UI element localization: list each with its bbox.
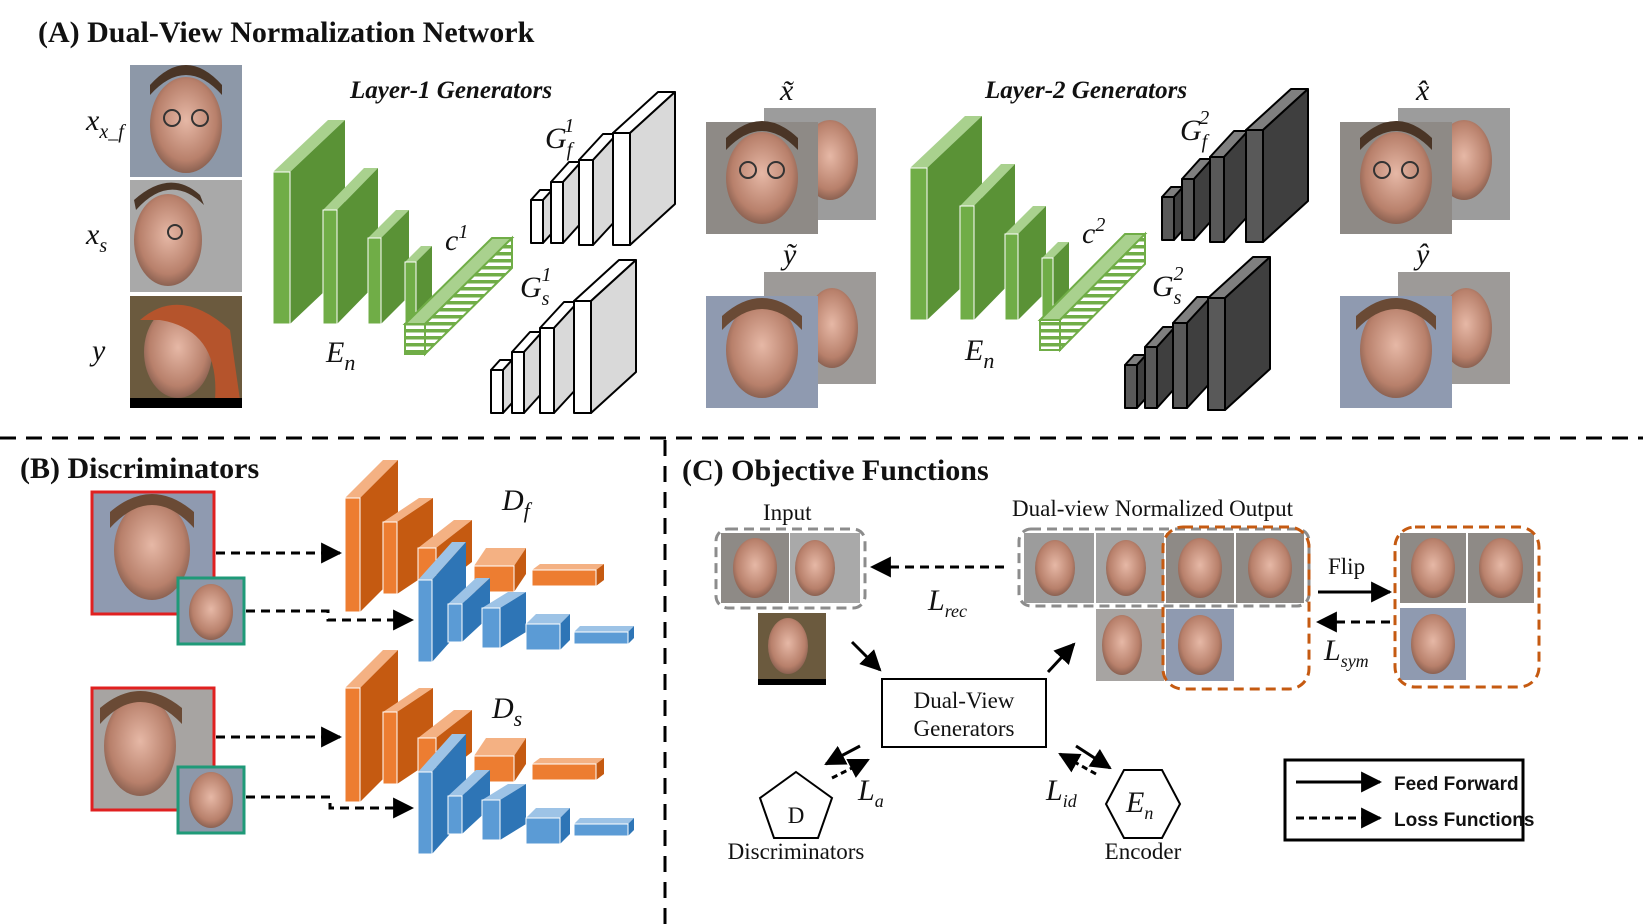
input-face-xf xyxy=(130,65,242,177)
code2-label: c2 xyxy=(1082,214,1105,250)
gs1-label: Gs1 xyxy=(520,264,551,310)
generator-box-line1: Dual-View xyxy=(914,688,1015,713)
layer1-title: Layer-1 Generators xyxy=(349,77,552,104)
lsym-label: Lsym xyxy=(1323,634,1369,671)
encoder-layer1 xyxy=(272,120,515,357)
input-face-y xyxy=(130,296,242,408)
output1-y-faces xyxy=(706,272,876,408)
gs2-label: Gs2 xyxy=(1152,263,1183,309)
generator-box-line2: Generators xyxy=(914,716,1015,741)
df-label: Df xyxy=(501,484,533,523)
encoder-hexagon xyxy=(1104,769,1182,839)
encoder2-label: En xyxy=(964,334,994,373)
disc1-side-face xyxy=(176,576,246,646)
encoder-node-label: En xyxy=(1125,786,1153,823)
out1-bottom-label: ỹ xyxy=(780,238,797,271)
out1-top-label: x̃ xyxy=(779,74,794,107)
generator-gf1 xyxy=(530,91,676,246)
output1-x-faces xyxy=(706,108,876,234)
encoder1-label: En xyxy=(325,336,355,375)
section-a-title: (A) Dual-View Normalization Network xyxy=(38,16,535,49)
label-xf: xx_f xyxy=(85,104,126,143)
input-face-xs xyxy=(130,180,242,292)
lid-label: Lid xyxy=(1045,774,1078,811)
discriminator-pentagon xyxy=(758,770,834,839)
section-c-title: (C) Objective Functions xyxy=(682,454,989,487)
generator-gs1 xyxy=(490,259,637,414)
legend-loss-functions: Loss Functions xyxy=(1394,810,1534,831)
encoder-caption: Encoder xyxy=(1105,839,1182,864)
output2-x-faces xyxy=(1340,108,1510,234)
dual-view-generators-box xyxy=(881,678,1047,748)
output-caption: Dual-view Normalized Output xyxy=(1012,496,1294,521)
output2-y-faces xyxy=(1340,272,1510,408)
out2-top-label: x̂ xyxy=(1415,74,1430,107)
code1-label: c1 xyxy=(445,221,468,257)
flip-label: Flip xyxy=(1328,554,1365,579)
ds-label: Ds xyxy=(491,692,522,731)
legend: Feed Forward Loss Functions xyxy=(1283,758,1534,842)
generator-gf2 xyxy=(1161,88,1309,243)
generator-gs2 xyxy=(1124,256,1271,411)
label-y: y xyxy=(89,334,106,367)
disc2-side-face xyxy=(176,765,246,835)
discriminator-df xyxy=(344,460,634,663)
disc-caption: Discriminators xyxy=(728,839,865,864)
encoder-layer2 xyxy=(909,116,1148,353)
input-group xyxy=(714,527,867,685)
gf2-label: Gf2 xyxy=(1180,107,1210,153)
objective-arrows xyxy=(824,556,1393,780)
legend-feed-forward: Feed Forward xyxy=(1394,774,1519,795)
output-gray-group xyxy=(1017,527,1311,608)
label-xs: xs xyxy=(85,218,107,257)
out2-bottom-label: ŷ xyxy=(1413,238,1430,271)
output-orange-group xyxy=(1161,525,1311,691)
gf1-label: Gf1 xyxy=(545,115,575,161)
input-caption: Input xyxy=(763,500,812,525)
section-b-title: (B) Discriminators xyxy=(20,452,259,485)
normalized-output-grid xyxy=(1024,533,1304,681)
disc-dashed-arrows xyxy=(216,542,415,819)
flipped-output-group xyxy=(1393,525,1541,689)
la-label: La xyxy=(857,774,884,811)
input-labels: xx_f xs y xyxy=(85,104,126,367)
disc-node-label: D xyxy=(788,803,805,828)
lrec-label: Lrec xyxy=(927,584,967,621)
layer2-title: Layer-2 Generators xyxy=(984,77,1187,104)
discriminator-ds xyxy=(344,650,634,855)
